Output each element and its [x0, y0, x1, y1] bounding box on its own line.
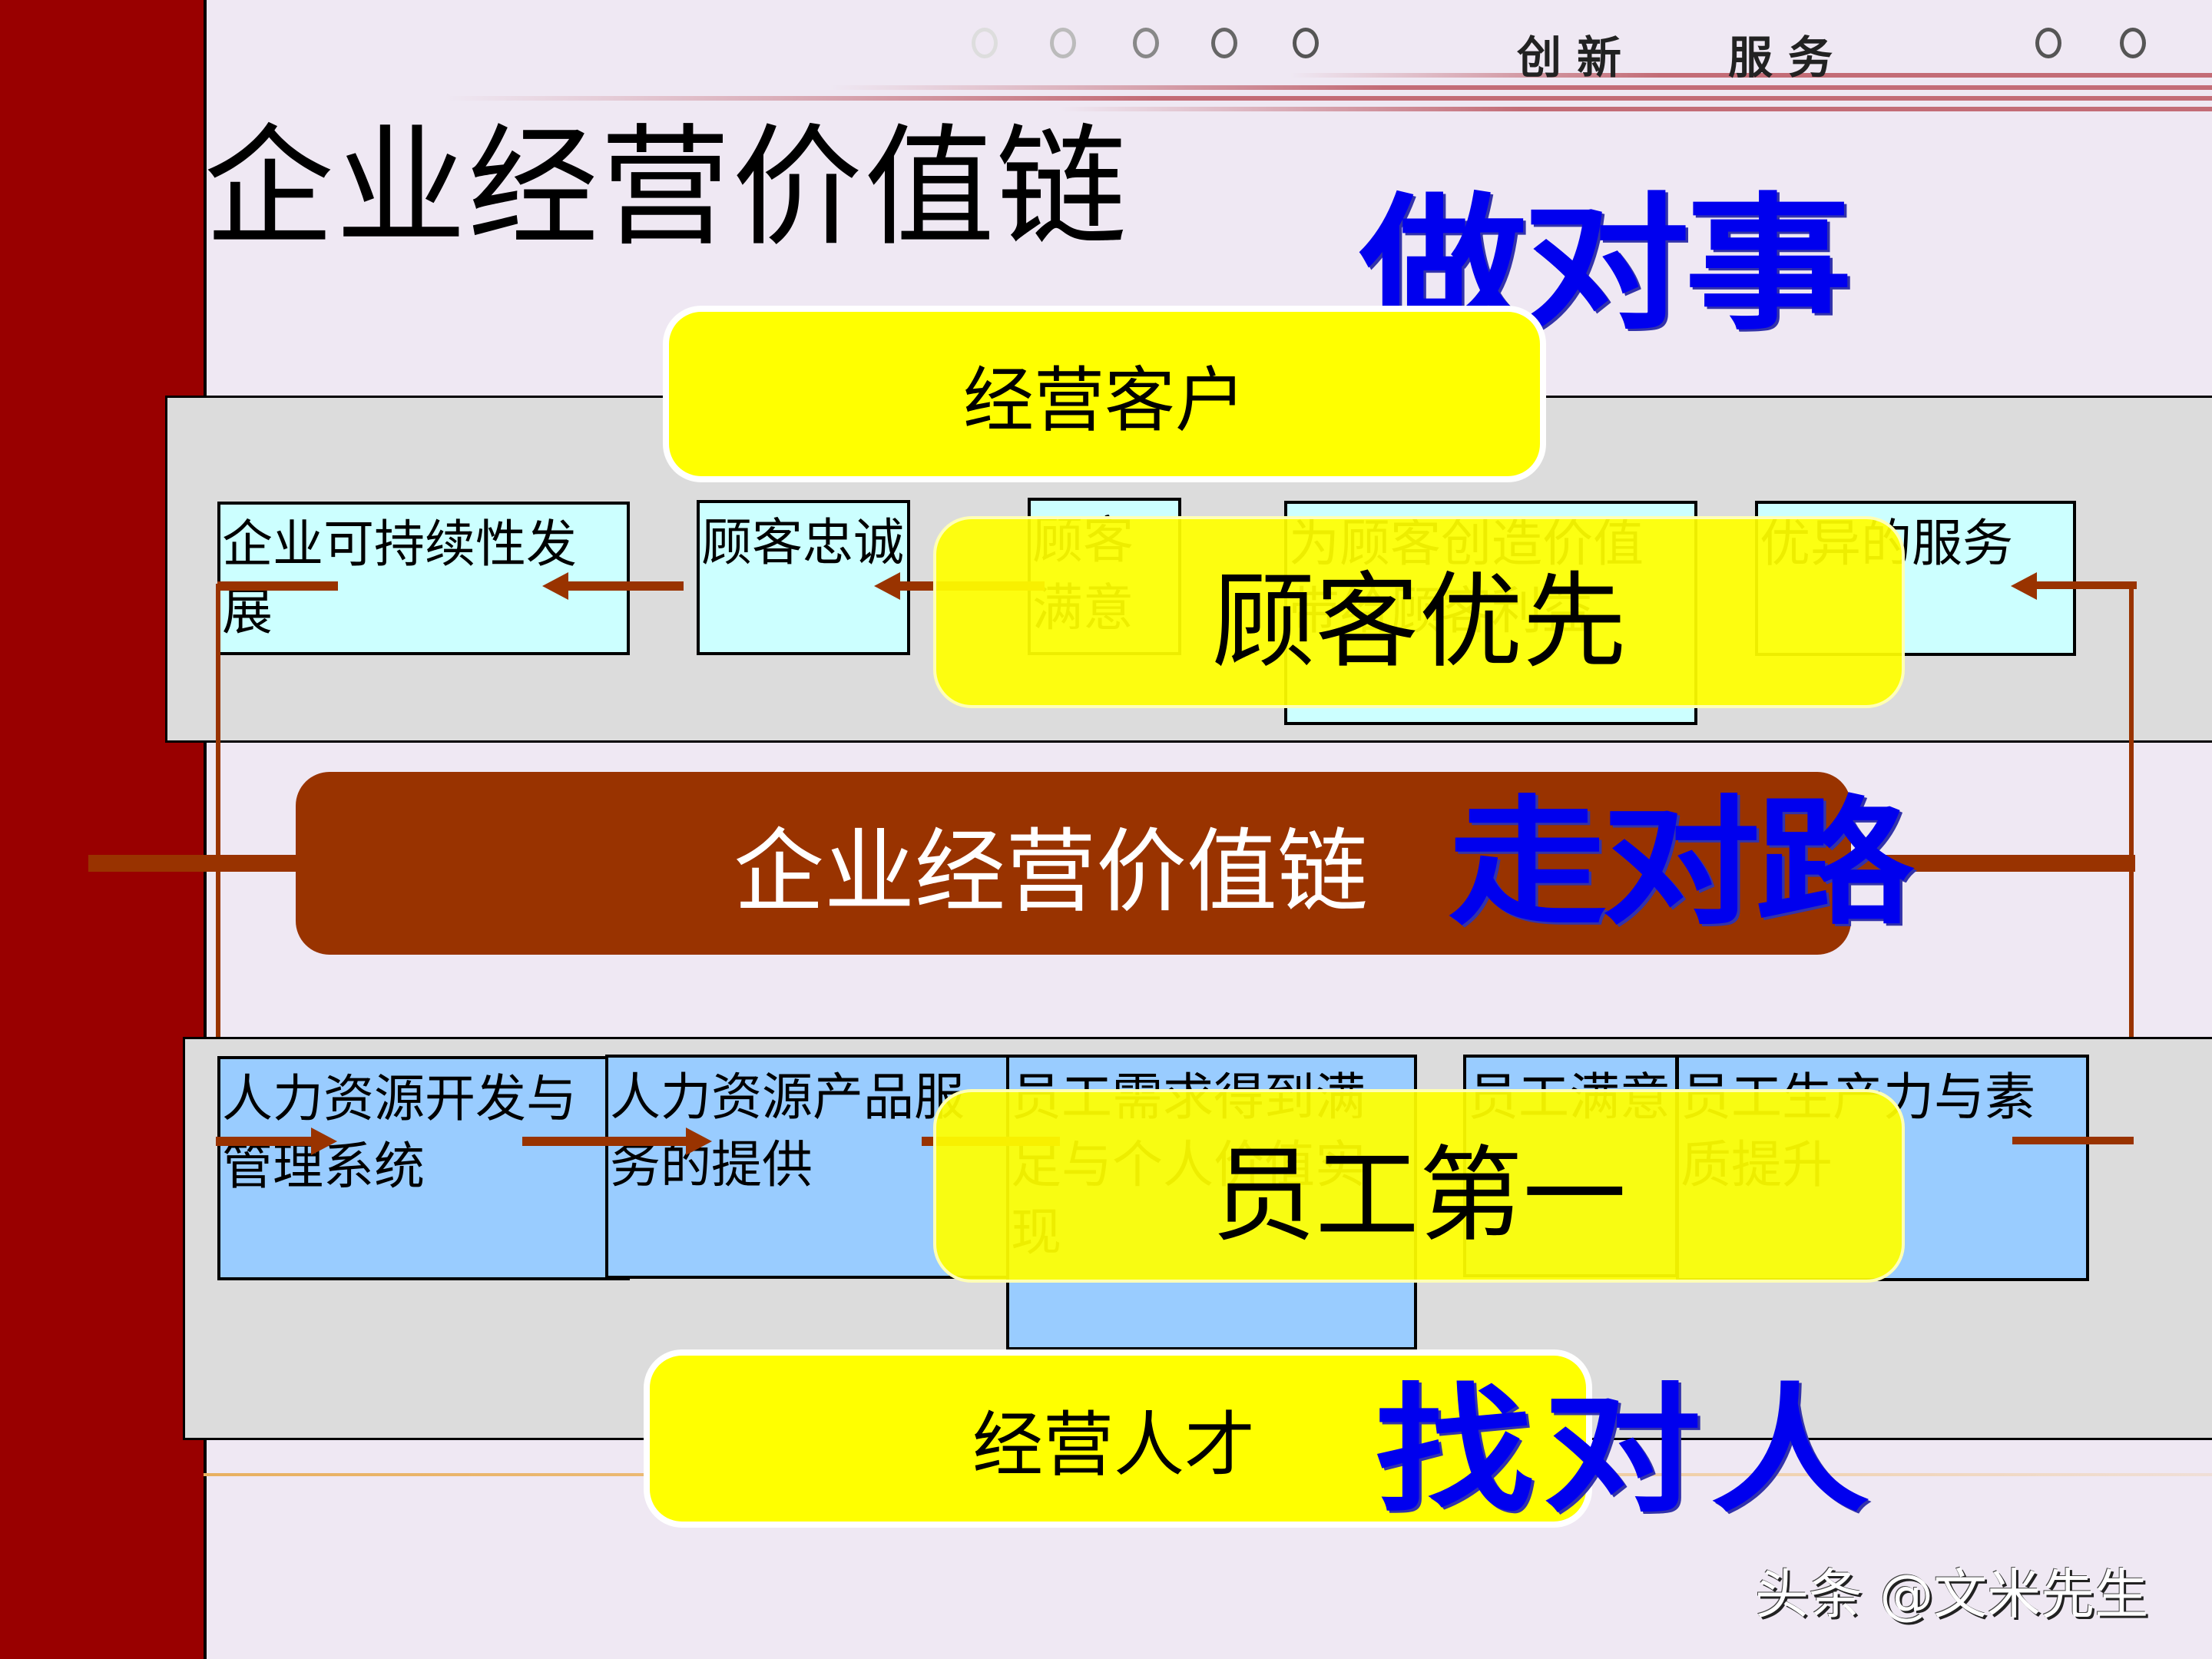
box-label: 顾客忠诚 — [701, 513, 904, 572]
arrow-left-icon — [874, 572, 900, 600]
circle-icon — [1293, 28, 1319, 58]
overlay-text: 顾客优先 — [1211, 561, 1627, 682]
left-accent-bar — [0, 0, 207, 1659]
slide-title: 企业经营价值链 — [204, 112, 1129, 264]
arrow-left-icon — [542, 572, 568, 600]
talent-management-label: 经营人才 — [644, 1349, 1592, 1528]
connector-line — [217, 581, 338, 591]
bar-text: 企业经营价值链 — [733, 818, 1369, 925]
circle-icon — [1050, 28, 1076, 58]
connector-line — [2012, 1137, 2134, 1144]
box-label: 人力资源开发与管理系统 — [222, 1069, 577, 1196]
value-chain-bar: 企业经营价值链 — [296, 772, 1851, 955]
arrow-right-icon — [686, 1128, 712, 1155]
connector-line — [216, 1137, 314, 1146]
arrow-right-icon — [311, 1128, 337, 1155]
employee-first-overlay: 员工第一 — [933, 1089, 1905, 1283]
connector-line — [568, 581, 684, 591]
box-label: 人力资源产品服务的提供 — [610, 1068, 965, 1194]
connector-line — [522, 1137, 687, 1146]
header-tagline-right: 服务 — [1728, 31, 1849, 84]
box-label: 企业可持续性发展 — [222, 515, 577, 641]
circle-icon — [972, 28, 998, 58]
pill-text: 经营人才 — [972, 1403, 1256, 1486]
circle-icon — [1211, 28, 1237, 58]
slogan-right-path: 走对路 — [1448, 783, 1914, 944]
overlay-text: 员工第一 — [1211, 1135, 1627, 1256]
header-tagline-left: 创新 — [1517, 31, 1637, 84]
connector-line — [2035, 581, 2137, 589]
box-hr-system: 人力资源开发与管理系统 — [217, 1056, 630, 1280]
watermark: 头条 @文米先生 — [1755, 1563, 2149, 1626]
header-swoosh-lines — [323, 73, 2212, 119]
customer-management-label: 经营客户 — [663, 306, 1546, 482]
arrow-left-icon — [2011, 572, 2037, 600]
pill-text: 经营客户 — [962, 359, 1246, 442]
customer-first-overlay: 顾客优先 — [933, 516, 1905, 708]
circle-icon — [2035, 28, 2061, 58]
slogan-right-people: 找对人 — [1375, 1371, 1879, 1532]
circle-icon — [1133, 28, 1159, 58]
circle-icon — [2120, 28, 2146, 58]
